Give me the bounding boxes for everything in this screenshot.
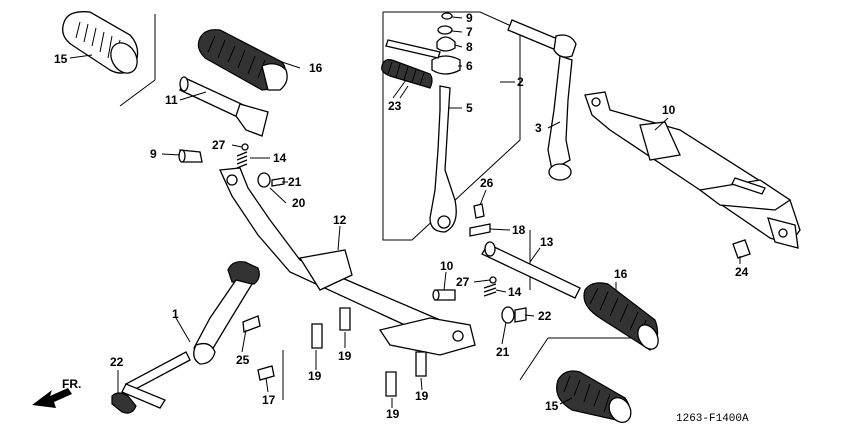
callout-19-a: 19: [308, 369, 322, 383]
callout-26: 26: [480, 176, 494, 190]
callout-24: 24: [735, 265, 749, 279]
callout-18: 18: [512, 223, 526, 237]
footpeg-rubber-15-bottom: [556, 370, 632, 423]
diagram-code: 1263-F1400A: [676, 413, 749, 425]
callout-1: 1: [172, 307, 179, 321]
small-parts: [178, 143, 527, 397]
footpeg-rubber-16-bottom: [583, 282, 659, 351]
callout-16-top: 16: [309, 61, 323, 75]
callout-14-left: 14: [273, 151, 287, 165]
footpeg-rubber-15-top: [62, 11, 139, 74]
callout-22: 22: [110, 355, 124, 369]
leader-lines: [69, 16, 741, 408]
direction-label: FR.: [62, 377, 81, 391]
callout-9-center: 10: [440, 259, 454, 273]
callout-12: 11: [165, 93, 178, 107]
callout-25: 25: [236, 353, 250, 367]
callout-27-left: 27: [212, 138, 226, 152]
callout-5: 6: [466, 59, 473, 73]
callout-10: 10: [662, 103, 676, 117]
callout-17: 17: [262, 393, 276, 407]
footpeg-12: [179, 76, 269, 137]
callout-8: 9: [466, 11, 473, 25]
group-bracket-kick-arm: [382, 11, 521, 241]
brake-pedal-1: [111, 261, 260, 414]
footpeg-rubber-16-top: [197, 29, 288, 91]
callout-21-center: 22: [538, 309, 552, 323]
callout-20-center: 21: [496, 345, 510, 359]
kick-arm-assembly: [381, 12, 461, 233]
callout-15-bottom: 15: [545, 399, 559, 413]
callout-15-top: 15: [54, 52, 68, 66]
callout-27-center: 27: [456, 275, 470, 289]
front-direction-arrow: FR.: [32, 377, 81, 408]
separator-lines: [119, 14, 650, 400]
callout-21-left: 21: [288, 175, 302, 189]
callout-14-center: 14: [508, 285, 522, 299]
nut-24: [732, 239, 751, 259]
footpeg-13: [481, 241, 581, 299]
callout-6: 7: [466, 25, 473, 39]
callout-16-bottom: 16: [614, 267, 628, 281]
callout-13: 13: [540, 235, 554, 249]
callout-11: 12: [333, 213, 347, 227]
callout-19-b: 19: [338, 349, 352, 363]
callout-20-left: 20: [292, 196, 306, 210]
callout-9-left: 9: [150, 147, 157, 161]
callout-4: 5: [466, 101, 473, 115]
callout-2: 2: [517, 75, 524, 89]
callout-labels: 15 16 11 9 7 8 6 2 5 23 3 10 9 27 14 21 …: [54, 11, 749, 421]
callout-3: 3: [535, 121, 542, 135]
kick-lever-3: [507, 19, 577, 181]
footpeg-bracket-10: [584, 91, 801, 249]
callout-19-d: 19: [415, 389, 429, 403]
callout-19-c: 19: [386, 407, 400, 421]
step-bar-11: [219, 167, 476, 356]
callout-7: 8: [466, 40, 473, 54]
callout-23: 23: [388, 99, 402, 113]
